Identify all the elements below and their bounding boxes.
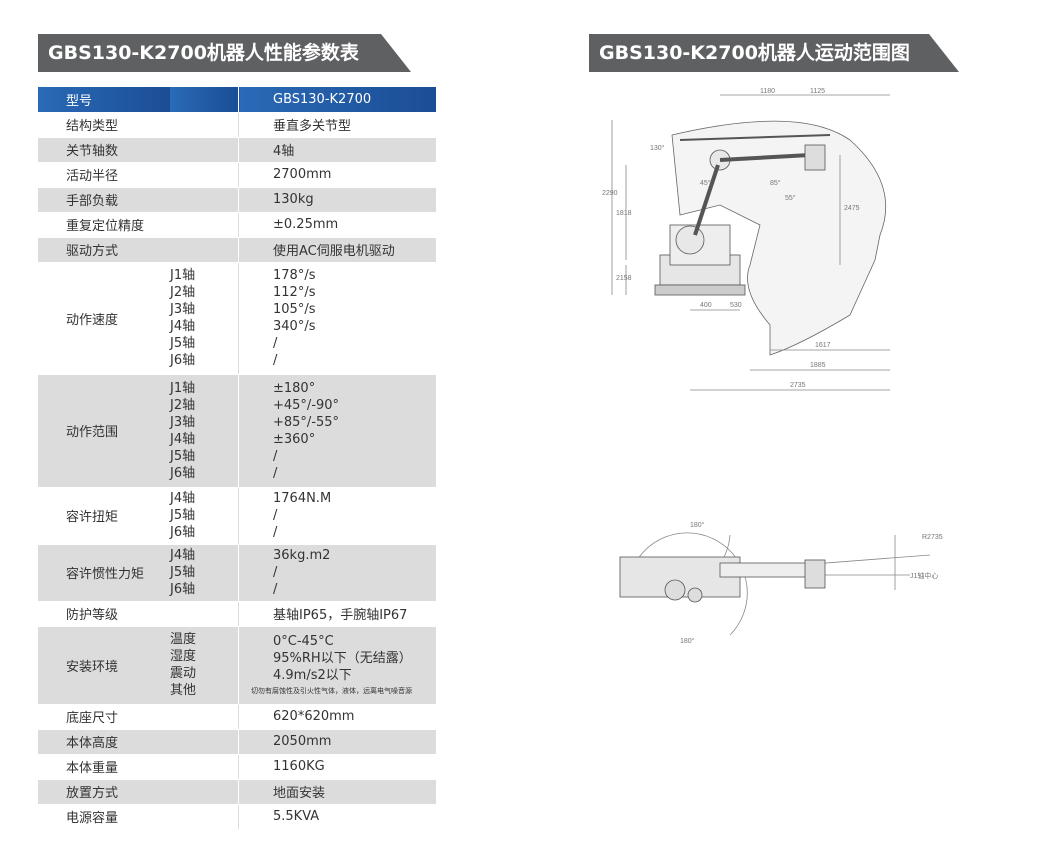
row-value: ±0.25mm xyxy=(238,212,436,238)
dim-right-1: 2475 xyxy=(844,205,860,212)
row-label: 本体高度 xyxy=(38,729,170,755)
angle-1: 130° xyxy=(650,144,665,152)
dim-left-3: 2158 xyxy=(616,275,632,282)
row-value: GBS130-K2700 xyxy=(238,87,436,113)
row-label: 容许惯性力矩 xyxy=(38,544,170,602)
row-label: 驱动方式 xyxy=(38,237,170,263)
row-value: 1160KG xyxy=(238,754,436,780)
row-label: 结构类型 xyxy=(38,112,170,138)
table-row: 底座尺寸 620*620mm xyxy=(38,704,436,730)
row-value: 使用AC伺服电机驱动 xyxy=(238,237,436,263)
row-label: 重复定位精度 xyxy=(38,212,170,238)
row-value: 620*620mm xyxy=(238,704,436,730)
motion-range-title: GBS130-K2700机器人运动范围图 xyxy=(589,34,959,72)
angle-4: 55° xyxy=(785,194,796,202)
table-row: 手部负载 130kg xyxy=(38,187,436,213)
row-label: 活动半径 xyxy=(38,162,170,188)
dim-top-2: 1125 xyxy=(810,88,825,95)
table-row: 重复定位精度 ±0.25mm xyxy=(38,212,436,238)
row-label: 防护等级 xyxy=(38,601,170,627)
dim-bottom-2: 530 xyxy=(730,302,742,309)
row-value: 垂直多关节型 xyxy=(238,112,436,138)
table-row: 关节轴数 4轴 xyxy=(38,137,436,163)
row-label: 电源容量 xyxy=(38,804,170,830)
dim-left-2: 1818 xyxy=(616,210,632,217)
side-view-drawing: 1180 1125 2290 1818 2158 2475 400 530 16… xyxy=(602,88,890,391)
table-row: 结构类型 垂直多关节型 xyxy=(38,112,436,138)
table-row: 防护等级 基轴IP65，手腕轴IP67 xyxy=(38,601,436,627)
row-value: 5.5KVA xyxy=(238,804,436,830)
dim-left-1: 2290 xyxy=(602,190,618,197)
dim-bottom-4: 1885 xyxy=(810,362,826,369)
row-label: 底座尺寸 xyxy=(38,704,170,730)
row-value: 4轴 xyxy=(238,137,436,163)
row-value: 2050mm xyxy=(238,729,436,755)
dim-bottom-1: 400 xyxy=(700,302,712,309)
table-row: 本体重量 1160KG xyxy=(38,754,436,780)
row-label: 型号 xyxy=(38,87,170,113)
row-value: 130kg xyxy=(238,187,436,213)
row-label: 动作范围 xyxy=(38,374,170,488)
row-value: 基轴IP65，手腕轴IP67 xyxy=(238,601,436,627)
row-label: 关节轴数 xyxy=(38,137,170,163)
row-value: 2700mm xyxy=(238,162,436,188)
row-value: 地面安装 xyxy=(238,779,436,805)
dim-bottom-5: 2735 xyxy=(790,382,806,389)
table-row: 活动半径 2700mm xyxy=(38,162,436,188)
top-view-drawing: 180° 180° R2735 J1轴中心 xyxy=(619,521,943,645)
top-angle-1: 180° xyxy=(690,521,705,529)
row-label: 放置方式 xyxy=(38,779,170,805)
table-row: 放置方式 地面安装 xyxy=(38,779,436,805)
row-label: 本体重量 xyxy=(38,754,170,780)
dim-top-1: 1180 xyxy=(760,88,775,95)
row-label: 安装环境 xyxy=(38,626,170,705)
row-label: 容许扭矩 xyxy=(38,487,170,545)
row-label: 动作速度 xyxy=(38,262,170,375)
table-row: 本体高度 2050mm xyxy=(38,729,436,755)
table-header-row: 型号 GBS130-K2700 xyxy=(38,87,436,113)
table-row: 电源容量 5.5KVA xyxy=(38,804,436,830)
angle-3: 85° xyxy=(770,179,781,187)
top-angle-2: 180° xyxy=(680,637,695,645)
table-row: 驱动方式 使用AC伺服电机驱动 xyxy=(38,237,436,263)
angle-2: 45° xyxy=(700,179,711,187)
dim-bottom-3: 1617 xyxy=(815,342,831,349)
spec-table: 型号 GBS130-K2700 结构类型 垂直多关节型 关节轴数 4轴 活动半径 27… xyxy=(38,87,436,830)
j1-center-label: J1轴中心 xyxy=(910,571,938,580)
row-label: 手部负载 xyxy=(38,187,170,213)
reach-radius-label: R2735 xyxy=(922,534,943,541)
spec-table-title: GBS130-K2700机器人性能参数表 xyxy=(38,34,411,72)
